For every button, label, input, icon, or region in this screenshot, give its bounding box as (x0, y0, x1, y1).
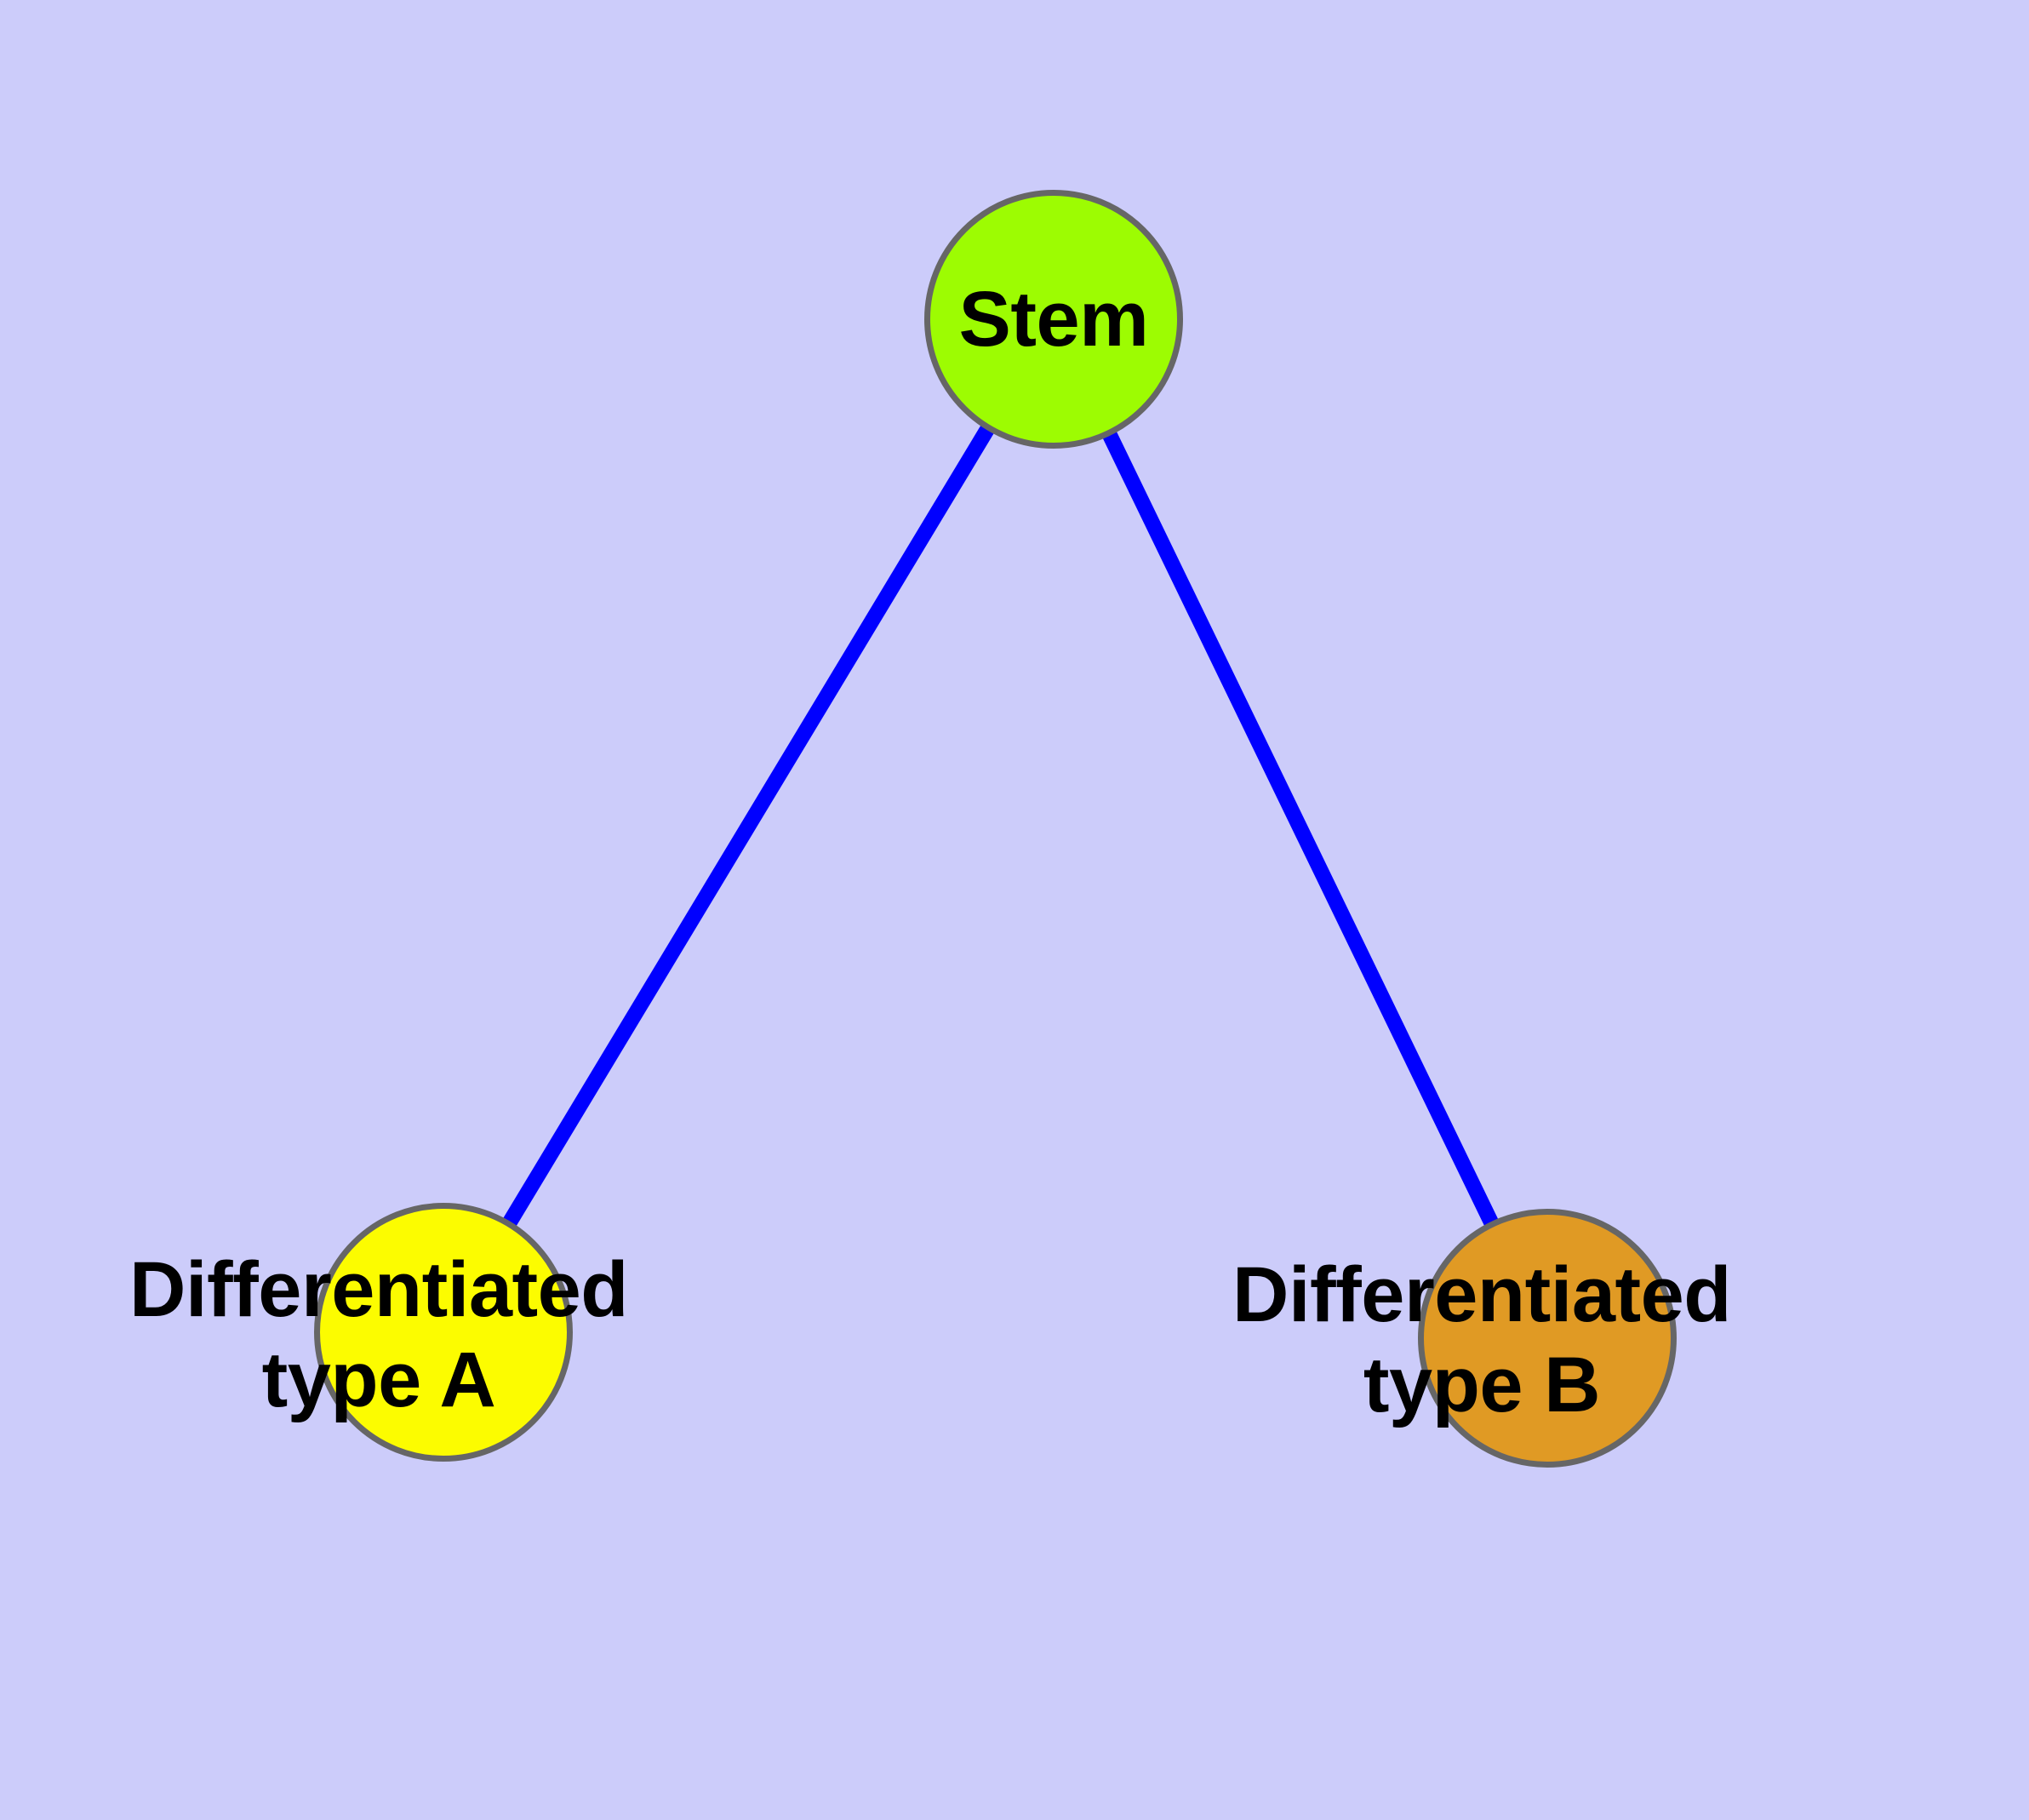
node-differentiated-type-a[interactable] (314, 1203, 573, 1462)
node-stem[interactable] (924, 190, 1183, 449)
node-label-differentiated-type-a: Differentiated type A (129, 1246, 628, 1423)
edge-stem-to-differentiated-type-b[interactable] (1046, 316, 1555, 1342)
node-label-stem: Stem (958, 276, 1149, 363)
node-label-differentiated-type-b: Differentiated type B (1232, 1251, 1731, 1428)
edge-stem-to-differentiated-type-a[interactable] (437, 315, 1060, 1336)
node-differentiated-type-b[interactable] (1418, 1209, 1677, 1468)
